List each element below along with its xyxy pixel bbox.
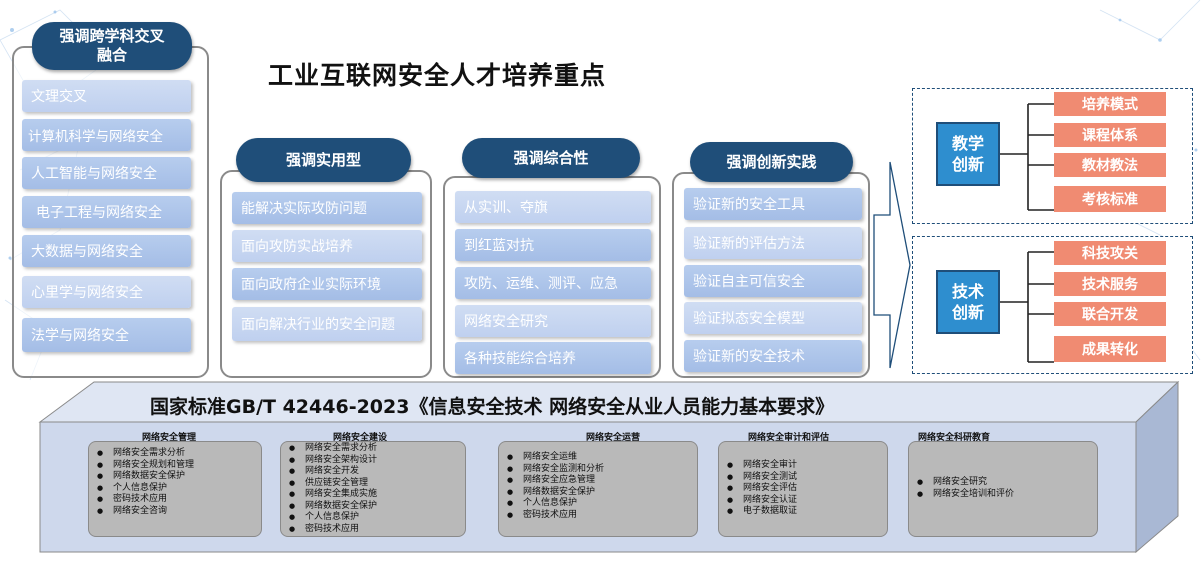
standard-group-item: 网络安全研究 <box>917 477 1097 489</box>
standard-group-item: 网络数据安全保护 <box>507 487 697 499</box>
column-header-practical: 强调实用型 <box>236 138 411 182</box>
standard-group-item: 网络数据安全保护 <box>97 471 261 483</box>
standard-group-item: 个人信息保护 <box>289 512 465 524</box>
standard-group-heading: 网络安全管理 <box>142 433 197 443</box>
interdisciplinary-item: 计算机科学与网络安全 <box>22 119 191 151</box>
standard-group-item: 网络安全监测和分析 <box>507 464 697 476</box>
standard-group-item: 个人信息保护 <box>507 498 697 510</box>
comprehensive-item: 攻防、运维、测评、应急 <box>455 267 651 299</box>
innovation-practice-item: 验证新的评估方法 <box>684 227 862 259</box>
standard-group-item: 网络安全架构设计 <box>289 455 465 467</box>
standard-group-item: 网络安全应急管理 <box>507 475 697 487</box>
practical-item: 面向解决行业的安全问题 <box>232 307 422 341</box>
technology-tag: 技术服务 <box>1054 272 1166 296</box>
standard-group-item: 网络安全需求分析 <box>289 443 465 455</box>
right-arrow-icon <box>873 161 911 369</box>
technology-tag: 科技攻关 <box>1054 241 1166 265</box>
comprehensive-item: 到红蓝对抗 <box>455 229 651 261</box>
innovation-practice-item: 验证拟态安全模型 <box>684 302 862 334</box>
standard-group-item: 网络安全需求分析 <box>97 448 261 460</box>
column-header-innovation-practice: 强调创新实践 <box>690 142 853 182</box>
standard-group-heading: 网络安全运营 <box>586 433 641 443</box>
interdisciplinary-item: 文理交叉 <box>22 80 191 112</box>
standard-group-heading: 网络安全建设 <box>333 433 388 443</box>
standard-group-item: 网络安全运维 <box>507 452 697 464</box>
technology-innovation-label: 技术 创新 <box>936 270 1000 334</box>
column-header-interdisciplinary: 强调跨学科交叉 融合 <box>32 22 192 70</box>
teaching-tree-connector <box>1000 103 1054 211</box>
technology-tag: 成果转化 <box>1054 336 1166 362</box>
standard-group-item: 密码技术应用 <box>289 524 465 536</box>
standard-group-box: 网络安全研究 网络安全培训和评价 <box>908 441 1098 537</box>
standard-group-box: 网络安全运维 网络安全监测和分析 网络安全应急管理 网络数据安全保护 个人信息保… <box>498 441 698 537</box>
standard-group-box: 网络安全审计 网络安全测试 网络安全评估 网络安全认证 电子数据取证 <box>718 441 888 537</box>
standard-group-item: 网络安全认证 <box>727 495 887 507</box>
standard-group-item: 网络安全规划和管理 <box>97 460 261 472</box>
interdisciplinary-item: 心里学与网络安全 <box>22 276 191 308</box>
interdisciplinary-item: 人工智能与网络安全 <box>22 157 191 189</box>
standard-group-item: 网络数据安全保护 <box>289 501 465 513</box>
practical-item: 能解决实际攻防问题 <box>232 192 422 224</box>
standard-group-item: 网络安全审计 <box>727 460 887 472</box>
technology-tag: 联合开发 <box>1054 302 1166 326</box>
interdisciplinary-item: 电子工程与网络安全 <box>22 196 191 228</box>
teaching-innovation-label: 教学 创新 <box>936 122 1000 186</box>
standard-group-item: 供应链安全管理 <box>289 478 465 490</box>
teaching-tag: 培养模式 <box>1054 92 1166 116</box>
standard-group-item: 个人信息保护 <box>97 483 261 495</box>
standard-group-item: 网络安全咨询 <box>97 506 261 518</box>
comprehensive-item: 从实训、夺旗 <box>455 191 651 223</box>
teaching-tag: 考核标准 <box>1054 186 1166 212</box>
innovation-practice-item: 验证新的安全工具 <box>684 188 862 220</box>
interdisciplinary-item: 大数据与网络安全 <box>22 235 191 267</box>
standard-group-heading: 网络安全科研教育 <box>918 433 991 443</box>
teaching-tag: 教材教法 <box>1054 153 1166 177</box>
practical-item: 面向政府企业实际环境 <box>232 268 422 300</box>
standard-group-heading: 网络安全审计和评估 <box>748 433 830 443</box>
page-title: 工业互联网安全人才培养重点 <box>268 61 607 90</box>
standard-group-item: 网络安全测试 <box>727 472 887 484</box>
innovation-practice-item: 验证自主可信安全 <box>684 265 862 297</box>
standard-group-item: 电子数据取证 <box>727 506 887 518</box>
standard-title: 国家标准GB/T 42446-2023《信息安全技术 网络安全从业人员能力基本要… <box>150 396 835 418</box>
standard-group-item: 密码技术应用 <box>97 494 261 506</box>
practical-item: 面向攻防实战培养 <box>232 230 422 262</box>
technology-tree-connector <box>1000 251 1054 363</box>
standard-group-item: 网络安全集成实施 <box>289 489 465 501</box>
standard-group-item: 密码技术应用 <box>507 510 697 522</box>
standard-group-box: 网络安全需求分析 网络安全架构设计 网络安全开发 供应链安全管理 网络安全集成实… <box>280 441 466 537</box>
standard-group-item: 网络安全开发 <box>289 466 465 478</box>
comprehensive-item: 各种技能综合培养 <box>455 342 651 374</box>
column-header-comprehensive: 强调综合性 <box>462 138 640 178</box>
interdisciplinary-item: 法学与网络安全 <box>22 318 191 352</box>
standard-group-item: 网络安全培训和评价 <box>917 489 1097 501</box>
teaching-tag: 课程体系 <box>1054 123 1166 147</box>
comprehensive-item: 网络安全研究 <box>455 305 651 337</box>
standard-group-item: 网络安全评估 <box>727 483 887 495</box>
standard-group-box: 网络安全需求分析 网络安全规划和管理 网络数据安全保护 个人信息保护 密码技术应… <box>88 441 262 537</box>
innovation-practice-item: 验证新的安全技术 <box>684 340 862 372</box>
